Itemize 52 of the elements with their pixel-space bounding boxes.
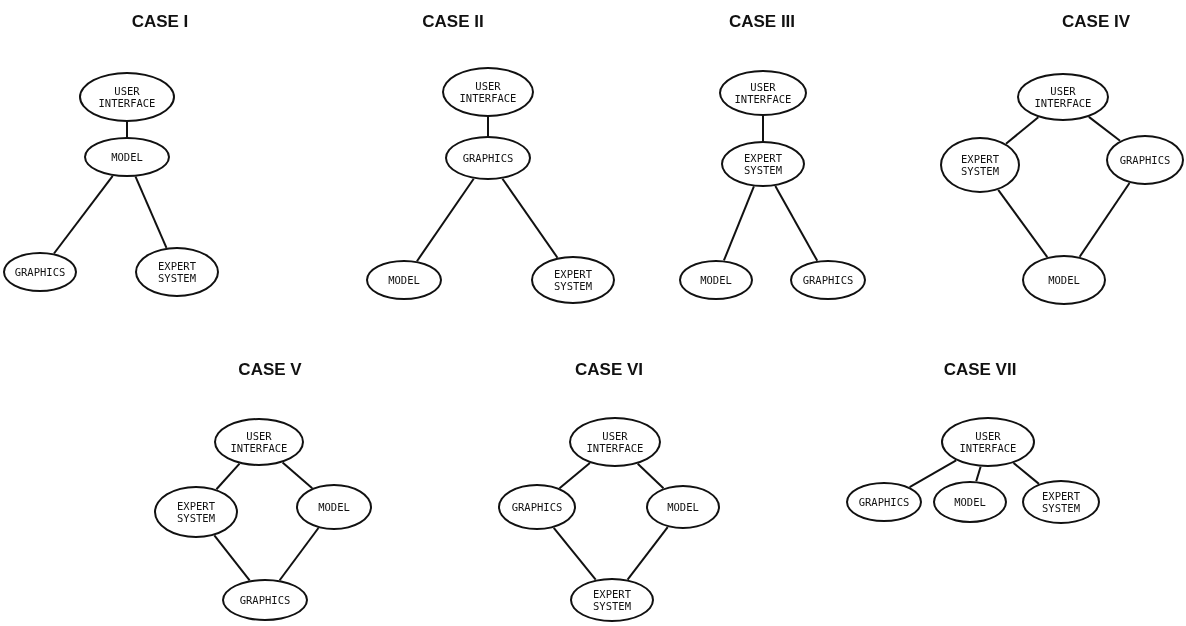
oval-node: EXPERT SYSTEM [721,141,805,187]
connector-line [558,461,591,490]
connector-line [774,185,819,262]
oval-node: GRAPHICS [445,136,531,180]
oval-node: MODEL [296,484,372,530]
case-heading: CASE IV [1062,12,1130,32]
connector-line [908,459,958,489]
oval-node: USER INTERFACE [442,67,534,117]
case-heading: CASE III [728,12,796,32]
oval-node: EXPERT SYSTEM [940,137,1020,193]
case-heading: CASE V [238,360,302,380]
oval-node: GRAPHICS [222,579,308,621]
oval-node: USER INTERFACE [214,418,304,466]
oval-node: USER INTERFACE [569,417,661,467]
oval-node: MODEL [933,481,1007,523]
oval-node: GRAPHICS [498,484,576,530]
oval-node: USER INTERFACE [1017,73,1109,121]
oval-node: EXPERT SYSTEM [531,256,615,304]
oval-node: MODEL [84,137,170,177]
connector-line [1012,462,1040,485]
oval-node: GRAPHICS [1106,135,1184,185]
connector-line [487,116,489,137]
connector-line [278,527,320,582]
oval-node: EXPERT SYSTEM [1022,480,1100,524]
connector-line [213,534,251,582]
connector-line [501,177,559,259]
connector-line [1087,115,1121,142]
connector-line [415,177,475,263]
case-heading: CASE II [422,12,484,32]
oval-node: GRAPHICS [3,252,77,292]
oval-node: MODEL [366,260,442,300]
connector-line [762,115,764,142]
case-heading: CASE VI [575,360,643,380]
connector-line [126,121,128,138]
connector-line [626,526,669,581]
connector-line [134,175,168,249]
oval-node: USER INTERFACE [941,417,1035,467]
oval-node: MODEL [1022,255,1106,305]
oval-node: MODEL [679,260,753,300]
connector-line [722,185,755,262]
oval-node: USER INTERFACE [719,70,807,116]
case-heading: CASE VII [943,360,1017,380]
oval-node: EXPERT SYSTEM [135,247,219,297]
oval-node: USER INTERFACE [79,72,175,122]
oval-node: EXPERT SYSTEM [570,578,654,622]
oval-node: EXPERT SYSTEM [154,486,238,538]
oval-node: GRAPHICS [846,482,922,522]
connector-line [975,465,982,483]
case-heading: CASE I [131,12,189,32]
connector-line [53,174,114,255]
oval-node: GRAPHICS [790,260,866,300]
oval-node: MODEL [646,485,720,529]
